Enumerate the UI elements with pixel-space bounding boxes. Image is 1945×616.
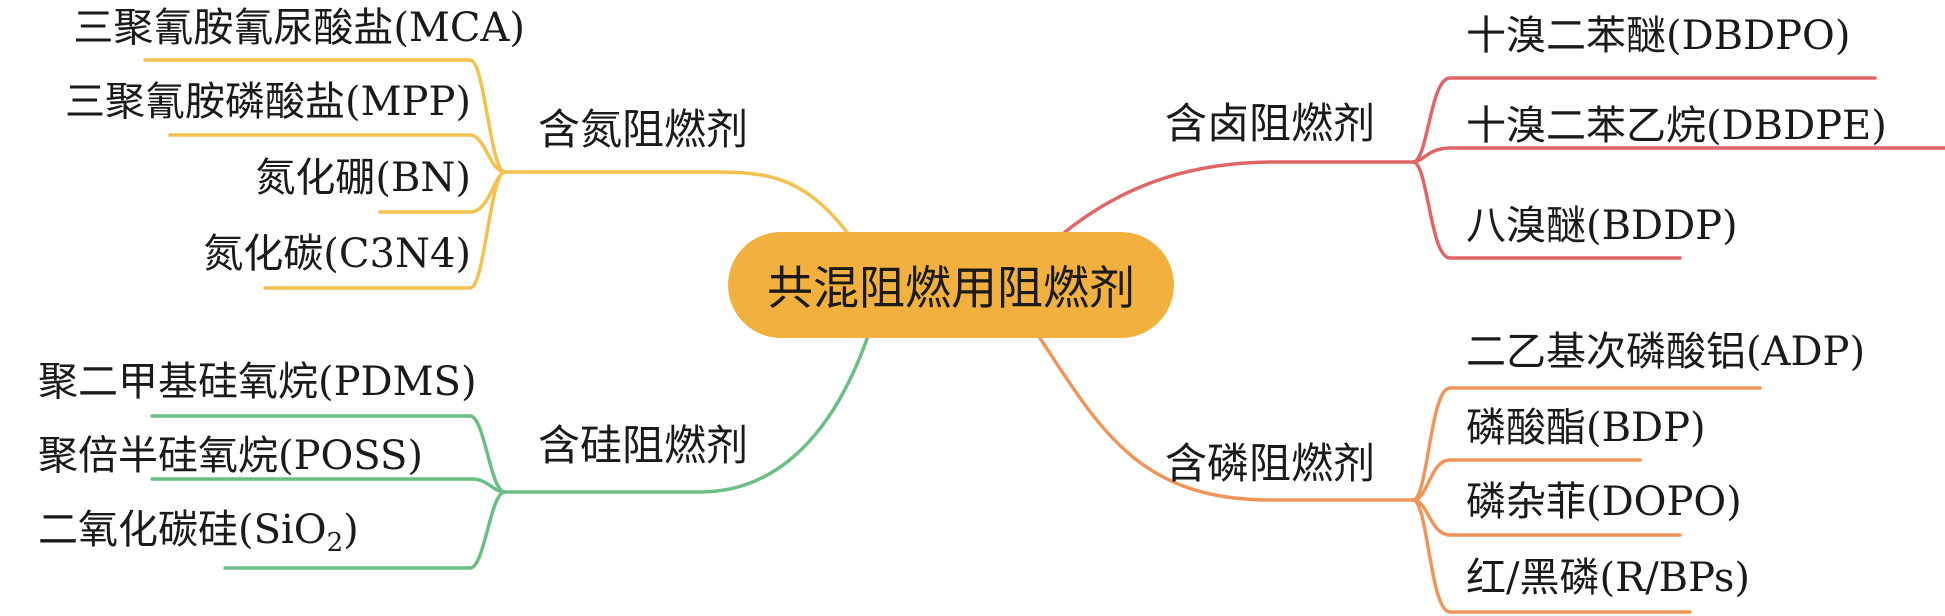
line-silicon-sio2	[223, 490, 507, 570]
halogen-item-bddp: 八溴醚(BDDP)	[1466, 203, 1738, 249]
line-root-phosphorus	[1038, 336, 1415, 502]
line-phosphorus-bdp	[1411, 458, 1642, 502]
phosphorus-item-dopo: 磷杂菲(DOPO)	[1466, 479, 1742, 525]
line-root-halogen	[1063, 160, 1415, 234]
branch-halogen-label: 含卤阻燃剂	[1165, 99, 1376, 148]
sio2-subscript: 2	[326, 528, 344, 558]
sio2-prefix: 二氧化碳硅(SiO	[38, 507, 327, 553]
root-node: 共混阻燃用阻燃剂	[728, 232, 1174, 338]
phosphorus-item-adp: 二乙基次磷酸铝(ADP)	[1466, 329, 1866, 375]
line-nitrogen-c3n4	[263, 170, 507, 290]
sio2-suffix: )	[343, 507, 359, 553]
branch-phosphorus-label: 含磷阻燃剂	[1165, 439, 1376, 488]
phosphorus-item-rbps: 红/黑磷(R/BPs)	[1466, 555, 1751, 601]
halogen-item-dbdpo: 十溴二苯醚(DBDPO)	[1466, 13, 1851, 59]
nitrogen-item-mpp: 三聚氰胺磷酸盐(MPP)	[65, 79, 471, 125]
branch-silicon-label: 含硅阻燃剂	[538, 421, 749, 470]
line-halogen-dbdpe	[1411, 146, 1945, 164]
line-nitrogen-mca	[143, 58, 507, 174]
nitrogen-item-mca: 三聚氰胺氰尿酸盐(MCA)	[73, 5, 525, 51]
line-phosphorus-adp	[1411, 386, 1762, 502]
line-root-nitrogen	[503, 170, 852, 238]
silicon-item-pdms: 聚二甲基硅氧烷(PDMS)	[38, 359, 477, 405]
line-root-silicon	[503, 334, 870, 494]
branch-nitrogen-label: 含氮阻燃剂	[538, 105, 749, 154]
nitrogen-item-bn: 氮化硼(BN)	[255, 155, 471, 201]
line-halogen-bddp	[1411, 160, 1682, 260]
silicon-item-sio2: 二氧化碳硅(SiO2)	[38, 507, 359, 556]
halogen-item-dbdpe: 十溴二苯乙烷(DBDPE)	[1466, 103, 1887, 149]
line-halogen-dbdpo	[1411, 76, 1877, 164]
line-silicon-poss	[150, 477, 507, 494]
phosphorus-item-bdp: 磷酸酯(BDP)	[1466, 405, 1706, 451]
nitrogen-item-c3n4: 氮化碳(C3N4)	[203, 231, 471, 277]
line-phosphorus-rbps	[1411, 498, 1692, 614]
line-silicon-pdms	[150, 414, 507, 494]
silicon-item-poss: 聚倍半硅氧烷(POSS)	[38, 433, 424, 479]
line-nitrogen-mpp	[168, 133, 507, 174]
